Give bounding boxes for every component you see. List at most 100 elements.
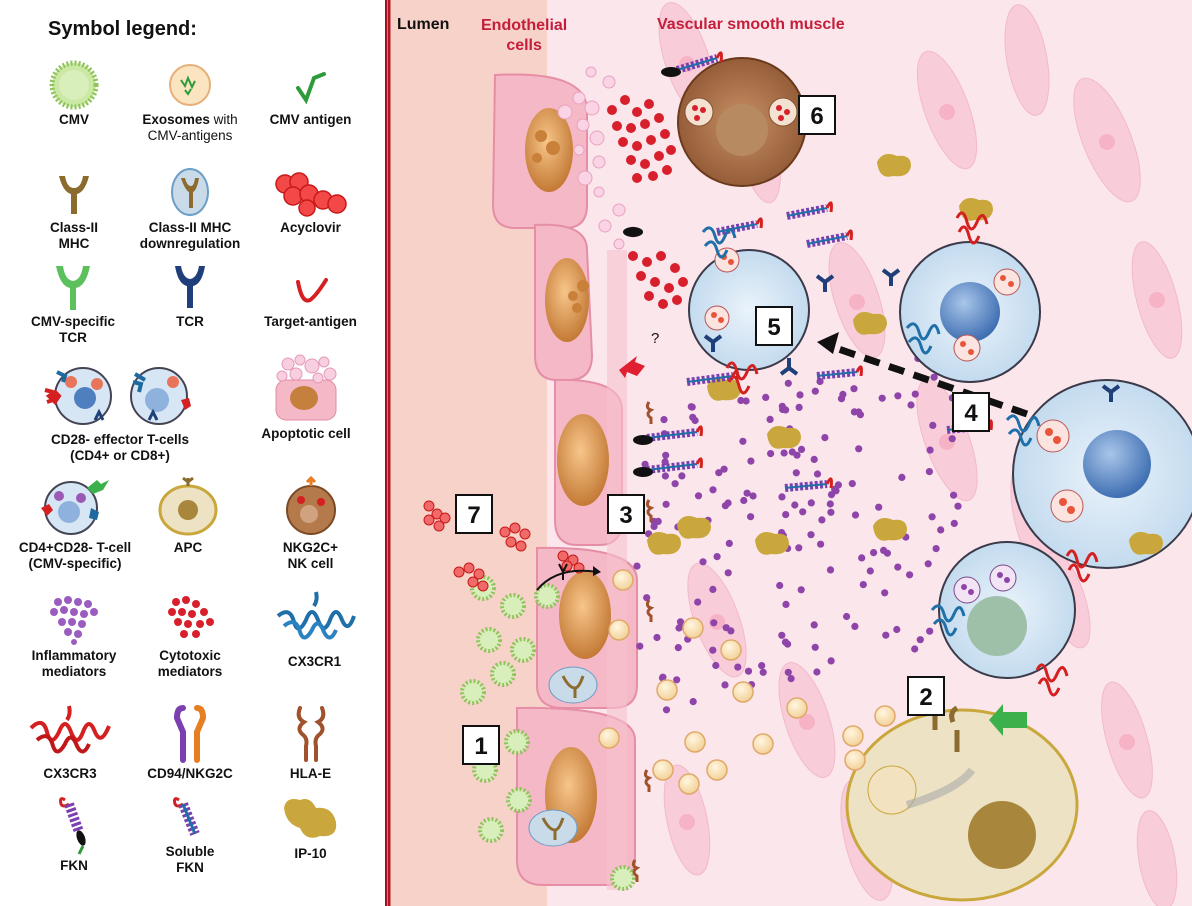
legend-label: CX3CR3 xyxy=(43,766,97,781)
inflammatory-mediator-dot xyxy=(948,435,956,443)
legend-label: CMV-specific xyxy=(30,314,116,329)
inflammatory-mediator-dot xyxy=(843,612,851,621)
step-2-box: 2 xyxy=(907,676,945,716)
legend-item-cyto: Cytotoxic mediators xyxy=(130,592,250,680)
inflammatory-mediator-dot xyxy=(747,457,755,465)
inflammatory-mediator-dot xyxy=(807,499,815,507)
nk-cell xyxy=(677,57,807,187)
inflammatory-mediator-dot xyxy=(689,413,697,421)
inflammatory-mediator-dot xyxy=(926,627,934,635)
inflammatory-mediator-dot xyxy=(734,663,742,671)
inflammatory-mediator-dot xyxy=(784,379,792,387)
inflammatory-mediator-dot xyxy=(724,569,732,577)
legend-label: Soluble xyxy=(165,844,215,859)
inflammatory-mediator-dot xyxy=(926,446,934,454)
inflammatory-mediator-dot xyxy=(743,489,751,497)
legend-label-2: NK cell xyxy=(287,556,334,571)
cmv-tcr-icon xyxy=(56,266,90,310)
legend-label: NKG2C+ xyxy=(282,540,339,555)
inflammatory-mediator-dot xyxy=(811,387,819,395)
legend-label-2: mediators xyxy=(157,664,223,679)
inflammatory-mediator-dot xyxy=(813,470,822,478)
acyclovir-clusters xyxy=(423,500,585,592)
inflammatory-mediator-dot xyxy=(837,395,846,403)
inflammatory-mediator-dot xyxy=(911,645,919,653)
legend-label-2: (CD4+ or CD8+) xyxy=(70,448,170,463)
inflammatory-mediator-dot xyxy=(699,558,707,566)
legend-label: CD28- effector T-cells xyxy=(50,432,190,447)
inflammatory-mediator-dot xyxy=(866,567,874,575)
tcr-receptors xyxy=(703,268,1121,402)
legend-item-class2: Class-II MHC xyxy=(14,170,134,252)
inflammatory-mediator-dot xyxy=(799,508,807,516)
inflammatory-mediator-dot xyxy=(791,501,799,509)
legend-item-acyclovir: Acyclovir xyxy=(248,170,373,236)
inflammatory-mediator-dot xyxy=(778,631,786,639)
inflammatory-mediator-dot xyxy=(855,445,863,453)
step-6-box: 6 xyxy=(798,95,836,135)
class2-mhc-small-icon xyxy=(558,563,568,580)
nk-cell-icon xyxy=(285,475,336,535)
inflammatory-mediator-dot xyxy=(817,540,825,548)
legend-item-apoptotic: Apoptotic cell xyxy=(236,352,376,442)
apoptotic-cell-icon xyxy=(275,354,337,421)
inflammatory-mediator-dot xyxy=(758,662,766,670)
inflammatory-mediator-dot xyxy=(882,631,890,639)
inflammatory-mediator-dot xyxy=(875,503,883,511)
legend-label-2: TCR xyxy=(59,330,87,345)
inflammatory-mediator-dot xyxy=(694,492,703,500)
legend-item-target: Target-antigen xyxy=(248,270,373,330)
legend-item-class2-down: Class-II MHC downregulation xyxy=(130,166,250,252)
inflammatory-mediator-dot xyxy=(782,510,790,519)
inflammatory-mediator-dot xyxy=(694,598,702,606)
cd4cd28-tcell-icon xyxy=(41,480,109,535)
inflammatory-mediator-dot xyxy=(787,675,795,683)
legend-label: APC xyxy=(173,540,203,555)
migration-arrow xyxy=(825,341,1029,418)
legend-label: Exosomes with xyxy=(142,112,238,127)
inflammatory-mediator-dot xyxy=(954,502,962,510)
inflammatory-mediator-dot xyxy=(709,646,717,654)
scene-illustration xyxy=(387,0,1192,906)
inflammatory-mediator-dot xyxy=(893,625,901,634)
legend-label: IP-10 xyxy=(294,846,327,861)
legend-label: Apoptotic cell xyxy=(261,426,351,441)
acyclovir-icon xyxy=(274,172,347,217)
target-antigen-icon xyxy=(295,278,328,303)
inflammatory-mediator-dot xyxy=(720,465,728,473)
inflammatory-mediator-dot xyxy=(807,531,815,539)
legend-item-hlae: HLA-E xyxy=(248,702,373,782)
inflammatory-mediator-dot xyxy=(818,516,826,524)
inflammatory-mediator-dot xyxy=(826,500,834,508)
inflammatory-mediator-dot xyxy=(821,434,829,442)
cd94-nkg2c-icon xyxy=(173,705,207,763)
inflammatory-mediator-dot xyxy=(650,522,658,531)
cx3cr1-icon xyxy=(276,591,356,640)
inflammatory-mediator-dot xyxy=(834,481,842,489)
inflammatory-mediator-dot xyxy=(795,403,803,411)
legend-label: FKN xyxy=(60,858,88,873)
legend-item-inflam: Inflammatory mediators xyxy=(14,592,134,680)
inflammatory-mediator-dot xyxy=(709,486,717,494)
class2-downregulation-icon xyxy=(171,168,209,216)
inflammatory-mediator-dot xyxy=(662,451,670,459)
inflammatory-mediator-dot xyxy=(848,480,856,488)
inflammatory-mediator-dot xyxy=(742,397,750,405)
inflammatory-mediator-dot xyxy=(678,472,686,480)
inflammatory-mediator-dot xyxy=(779,405,787,414)
inflammatory-mediator-dot xyxy=(793,451,801,459)
inflammatory-mediator-dot xyxy=(767,450,775,458)
lumen-label: Lumen xyxy=(397,16,450,33)
inflammatory-mediator-dot xyxy=(766,415,774,423)
inflammatory-mediator-dot xyxy=(633,562,641,570)
inflammatory-mediator-dot xyxy=(688,403,696,411)
cytotoxic-mediators-icon xyxy=(168,596,214,638)
inflammatory-mediator-dot xyxy=(710,619,718,627)
inflammatory-mediator-dot xyxy=(778,493,786,501)
legend-item-cd4cd28: CD4+CD28- T-cell (CMV-specific) xyxy=(8,474,142,572)
legend-label-2: FKN xyxy=(176,860,204,875)
inflammatory-mediator-dot xyxy=(906,571,914,579)
inflammatory-mediator-dot xyxy=(660,416,668,424)
cmv-icon xyxy=(49,60,99,110)
ip10-icon xyxy=(283,799,336,838)
